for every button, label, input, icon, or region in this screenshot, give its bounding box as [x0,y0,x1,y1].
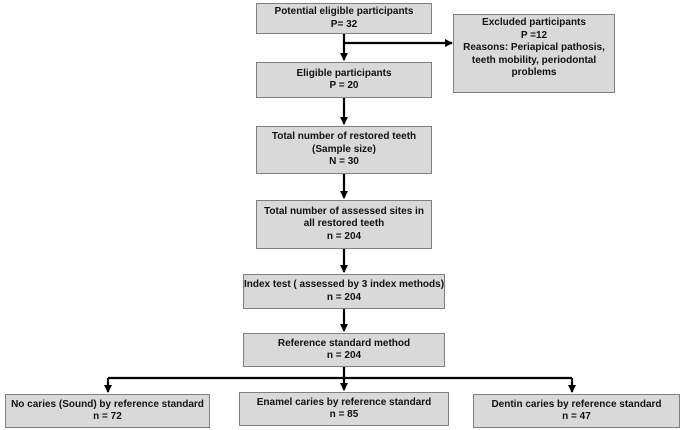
no-caries-box: No caries (Sound) by reference standard … [5,394,210,428]
box-line: n = 72 [93,411,122,422]
box-line: Dentin caries by reference standard [491,398,662,410]
enamel-caries-box: Enamel caries by reference standard n = … [239,392,449,426]
dentin-caries-box: Dentin caries by reference standard n = … [473,394,680,428]
box-line: Total number of restored teeth [271,131,417,143]
box-line: P= 32 [330,18,358,30]
box-line: N = 30 [329,156,359,168]
box-line: n = 204 [326,291,362,303]
assessed-sites-box: Total number of assessed sites in all re… [256,200,432,249]
box-line: Reasons: Periapical pathosis, [463,42,605,53]
box-line: Reference standard method [277,337,411,349]
box-line: n = 204 [326,350,362,361]
index-test-box: Index test ( assessed by 3 index methods… [243,274,445,309]
eligible-participants-box: Eligible participants P = 20 [256,62,432,98]
box-line: P = 20 [329,80,359,91]
restored-teeth-box: Total number of restored teeth (Sample s… [256,126,432,174]
box-line: n = 204 [326,230,362,242]
box-line: (Sample size) [312,143,376,155]
box-line: No caries (Sound) by reference standard [11,398,204,410]
box-line: n = 85 [329,409,359,420]
reference-standard-box: Reference standard method n = 204 [243,333,445,367]
box-line: n = 47 [562,411,591,422]
excluded-participants-box: Excluded participants P =12 Reasons: Per… [453,14,615,93]
box-line: problems [511,67,557,78]
box-line: teeth mobility, periodontal [471,54,597,66]
box-line: Excluded participants [482,17,586,28]
box-line: all restored teeth [303,218,385,230]
box-line: Total number of assessed sites in [264,205,424,217]
box-line: Eligible participants [296,67,392,79]
box-line: Enamel caries by reference standard [256,396,432,408]
box-line: Index test ( assessed by 3 index methods… [243,279,445,290]
potential-participants-box: Potential eligible participants P= 32 [256,3,432,34]
box-line: Potential eligible participants [274,6,414,17]
box-line: P =12 [520,29,548,41]
